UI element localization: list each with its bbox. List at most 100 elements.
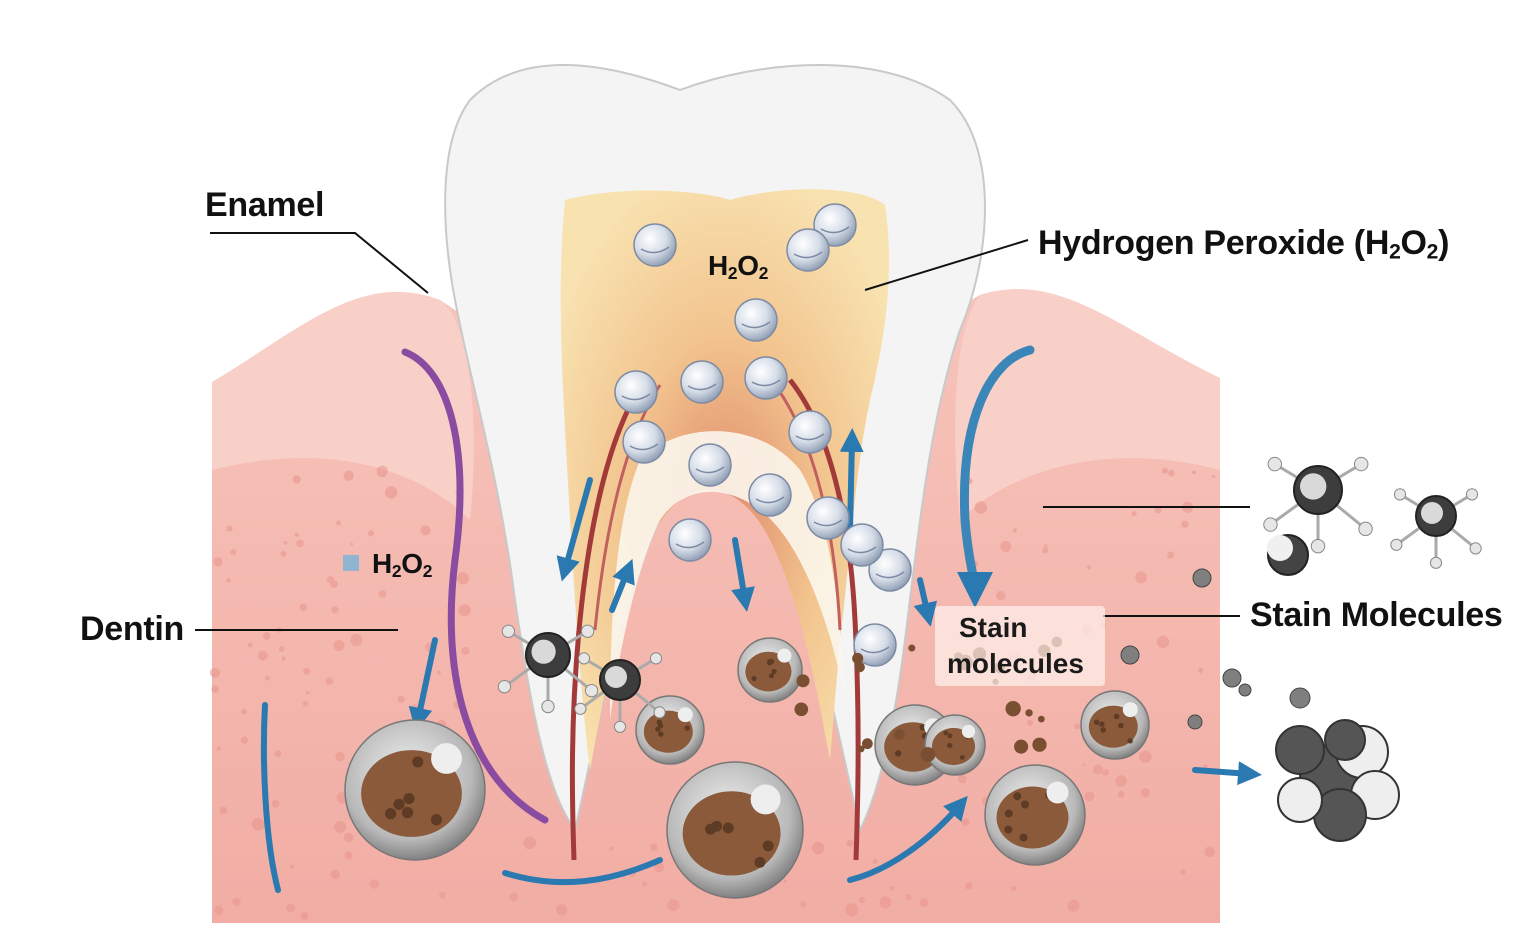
pore <box>1086 565 1092 570</box>
grey-particle <box>1120 645 1140 665</box>
stain-cluster <box>1080 690 1150 760</box>
stain-cluster <box>344 719 486 861</box>
stain-molecule-models <box>497 456 1482 842</box>
leader-h2o2 <box>864 239 1029 291</box>
h2o2-bubble <box>786 228 830 272</box>
pore <box>299 603 307 612</box>
pore <box>436 670 441 675</box>
arrow-6 <box>408 637 438 732</box>
pore <box>1181 520 1189 528</box>
pore <box>1161 467 1169 474</box>
molecule-cluster-large <box>1275 719 1400 842</box>
molecule-model-2 <box>1390 488 1482 569</box>
stain-cluster <box>666 761 804 899</box>
pore <box>214 905 224 915</box>
pore <box>303 667 310 675</box>
pore <box>1140 787 1151 798</box>
pore <box>1212 474 1216 478</box>
pore <box>905 894 912 901</box>
stain-molecules-callout: Stain molecules <box>935 606 1105 686</box>
h2o2-bubble <box>813 203 857 247</box>
pore <box>280 550 287 557</box>
pore <box>302 701 309 707</box>
pore <box>845 903 859 917</box>
pore <box>800 901 807 907</box>
grey-particle <box>1222 668 1242 688</box>
nerve-left <box>569 378 648 861</box>
stain-particle <box>1037 715 1045 723</box>
pore <box>1067 899 1080 912</box>
pore <box>278 646 285 652</box>
pore <box>919 898 929 908</box>
gum-upper-band-right <box>955 289 1220 520</box>
pore <box>667 899 680 912</box>
pore <box>783 879 787 883</box>
label-h2o2-left: H2O2 <box>372 548 433 581</box>
pore <box>420 525 431 536</box>
pore <box>262 632 271 640</box>
pore <box>241 708 247 715</box>
pore <box>296 539 304 548</box>
nerve-right-2 <box>773 384 842 631</box>
h2o2-bubble <box>633 223 677 267</box>
stain-particle <box>861 738 873 750</box>
pore <box>1000 541 1012 552</box>
arrow-7 <box>847 795 968 883</box>
pore <box>858 896 866 903</box>
stain-cluster <box>635 695 705 765</box>
molecule-model-1 <box>1263 456 1373 554</box>
leader-enamel <box>210 232 429 294</box>
label-hydrogen-peroxide: Hydrogen Peroxide (H2O2) <box>1038 224 1450 264</box>
pore <box>1115 775 1127 787</box>
pore <box>974 501 988 514</box>
pore <box>300 912 309 920</box>
pore <box>209 667 221 678</box>
pore <box>290 864 295 869</box>
label-enamel: Enamel <box>205 186 325 224</box>
pore <box>523 836 537 850</box>
purple-flow-left <box>401 348 549 824</box>
molecule-model-4 <box>574 652 666 733</box>
pore <box>1102 769 1109 776</box>
pore <box>1117 791 1125 798</box>
h2o2-bubble <box>840 523 884 567</box>
stain-cluster <box>737 637 803 703</box>
pore <box>397 695 405 704</box>
stain-particle <box>854 661 865 673</box>
pore <box>996 590 1006 601</box>
pore <box>350 633 363 647</box>
pore <box>1042 547 1049 554</box>
pore <box>642 882 647 887</box>
grey-particle <box>1187 714 1203 730</box>
pore <box>1203 764 1208 769</box>
h2o2-bubble <box>853 623 897 667</box>
stain-particle <box>1032 737 1047 752</box>
pore <box>1026 719 1033 726</box>
pore <box>1093 764 1103 775</box>
pore <box>1204 846 1216 858</box>
pore <box>216 746 221 751</box>
pore <box>378 590 387 598</box>
pore <box>274 750 282 758</box>
pore <box>1168 469 1175 477</box>
pore <box>1131 510 1137 517</box>
pore <box>1167 551 1175 559</box>
h2o2-bubble <box>668 518 712 562</box>
stain-cluster <box>984 764 1086 866</box>
pore <box>376 465 388 477</box>
stain-particle <box>1025 709 1033 717</box>
pore <box>1012 528 1018 533</box>
pore <box>336 520 341 526</box>
stain-particle <box>908 644 916 652</box>
arc-left <box>260 702 281 893</box>
pore <box>257 650 268 661</box>
h2o2-bubble <box>744 356 788 400</box>
pore <box>879 896 892 909</box>
pore <box>556 904 568 916</box>
pore <box>1135 571 1148 584</box>
pore <box>509 892 519 902</box>
stain-particle <box>894 729 905 740</box>
pore <box>1180 869 1186 875</box>
stain-particle <box>794 702 809 717</box>
